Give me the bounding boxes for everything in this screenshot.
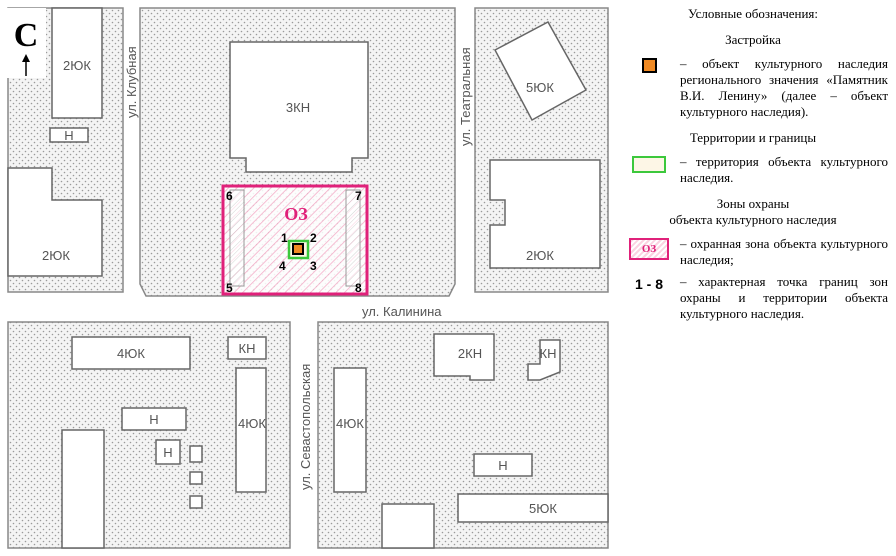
- street-sevastopolskaya: ул. Севастопольская: [298, 364, 313, 490]
- building-n-b: [155, 439, 181, 465]
- points-symbol: 1 - 8: [634, 276, 663, 292]
- label-2kn: 2КН: [458, 346, 482, 361]
- building-n-a: [121, 407, 187, 431]
- territory-symbol-icon: [632, 156, 666, 173]
- label-kn-a: КН: [239, 341, 256, 356]
- building-5ujk-top: [493, 20, 588, 122]
- point-3: 3: [310, 259, 317, 273]
- label-2ujk-right: 2ЮК: [526, 248, 554, 263]
- building-2ujk-right: [489, 159, 601, 269]
- protection-zone-label: ОЗ: [284, 204, 308, 224]
- label-n-b: Н: [163, 445, 172, 460]
- legend-row-territory: – территория объекта культурного наследи…: [618, 154, 888, 186]
- street-kalinina: ул. Калинина: [362, 304, 442, 319]
- legend-text-territory: – территория объекта культурного наследи…: [680, 154, 888, 185]
- point-4: 4: [279, 259, 286, 273]
- street-klubnaya: ул. Клубная: [124, 46, 139, 118]
- label-5ujk-bottom: 5ЮК: [529, 501, 557, 516]
- map: ОЗ 1 2 3 4 5 6 7 8 2ЮК 3КН 5ЮК Н 2ЮК 2ЮК…: [6, 7, 609, 549]
- point-1: 1: [281, 231, 288, 245]
- label-n-small: Н: [64, 128, 73, 143]
- building-3kn: [229, 41, 369, 173]
- point-8: 8: [355, 281, 362, 295]
- legend-text-zone: – охранная зона объекта культурного насл…: [680, 236, 888, 267]
- building-tiny-1: [189, 445, 203, 463]
- legend-text-object: – объект культурного наследия региональн…: [680, 56, 888, 119]
- building-kn-a: [227, 336, 267, 360]
- legend-section-zones-2: объекта культурного наследия: [669, 212, 837, 227]
- point-7: 7: [355, 189, 362, 203]
- object-symbol-icon: [641, 58, 657, 73]
- label-5ujk-top: 5ЮК: [526, 80, 554, 95]
- label-n-a: Н: [149, 412, 158, 427]
- building-2kn: [433, 333, 495, 381]
- label-4ujk-b: 4ЮК: [238, 416, 266, 431]
- label-3kn: 3КН: [286, 100, 310, 115]
- point-2: 2: [310, 231, 317, 245]
- legend: Условные обозначения: Застройка – объект…: [618, 6, 888, 322]
- label-2ujk-top: 2ЮК: [63, 58, 91, 73]
- legend-row-zone: ОЗ – охранная зона объекта культурного н…: [618, 236, 888, 268]
- label-2ujk-left: 2ЮК: [42, 248, 70, 263]
- point-5: 5: [226, 281, 233, 295]
- building-5ujk-bottom: [457, 493, 609, 523]
- building-2ujk-top: [51, 7, 103, 119]
- label-4ujk-c: 4ЮК: [336, 416, 364, 431]
- building-n-small: [49, 127, 89, 143]
- building-left-strip: [61, 429, 105, 549]
- label-kn-b: КН: [540, 346, 557, 361]
- zone-symbol-icon: ОЗ: [629, 238, 669, 260]
- legend-row-points: 1 - 8 – характерная точка границ зон охр…: [618, 274, 888, 322]
- label-4ujk-a: 4ЮК: [117, 346, 145, 361]
- north-arrow: С: [6, 8, 46, 78]
- building-4ujk-c: [333, 367, 367, 493]
- building-kn-b: [527, 339, 561, 381]
- legend-title: Условные обозначения:: [687, 6, 819, 21]
- building-south-strip: [381, 503, 435, 549]
- heritage-object[interactable]: [292, 243, 304, 255]
- north-label: С: [14, 17, 39, 54]
- legend-section-zones-1: Зоны охраны: [716, 196, 790, 211]
- building-tiny-2: [189, 471, 203, 485]
- legend-text-points: – характерная точка границ зон охраны и …: [680, 274, 888, 321]
- point-6: 6: [226, 189, 233, 203]
- street-teatralnaya: ул. Театральная: [458, 47, 473, 146]
- label-n-c: Н: [498, 458, 507, 473]
- building-tiny-3: [189, 495, 203, 509]
- building-2ujk-left: [7, 167, 103, 277]
- legend-row-object: – объект культурного наследия региональн…: [618, 56, 888, 120]
- building-n-c: [473, 453, 533, 477]
- building-4ujk-a: [71, 336, 191, 370]
- legend-section-buildings: Застройка: [725, 32, 781, 47]
- building-4ujk-b: [235, 367, 267, 493]
- legend-section-territories: Территории и границы: [689, 130, 817, 145]
